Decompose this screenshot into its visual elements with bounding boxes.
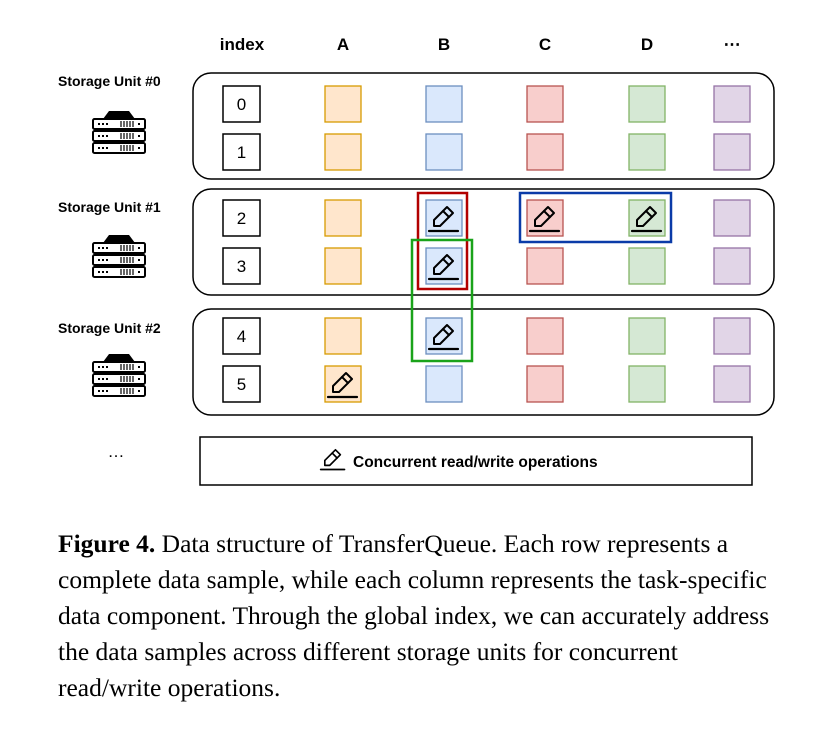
index-cell: [222, 85, 261, 123]
storage-unit-label: Storage Unit #1: [58, 199, 161, 215]
data-cell-row0-cola: [324, 85, 362, 123]
column-header-c: C: [539, 35, 551, 54]
storage-unit-1: Storage Unit #1 2 3: [58, 188, 775, 296]
data-cell-row1-cold: [628, 133, 666, 171]
data-cell-row0-colc: [526, 85, 564, 123]
storage-unit-frame: [192, 308, 775, 416]
write-highlight-b-green: [410, 238, 474, 363]
data-cell-row3-cole: [713, 247, 751, 285]
column-headers: index A B C D ⋯: [220, 35, 741, 54]
server-icon: [92, 353, 146, 397]
data-cell-row5-colc: [526, 365, 564, 403]
column-header-a: A: [337, 35, 349, 54]
data-cell-row2-cole: [713, 199, 751, 237]
data-component-cells: [324, 85, 751, 403]
storage-unit-label: Storage Unit #0: [58, 73, 161, 89]
index-cell: [222, 317, 261, 355]
server-icon: [92, 110, 146, 154]
index-value: 0: [237, 95, 246, 114]
data-cell-row3-cold: [628, 247, 666, 285]
index-column-header: index: [220, 35, 265, 54]
index-value: 4: [237, 327, 246, 346]
data-cell-row3-cola: [324, 247, 362, 285]
index-value: 3: [237, 257, 246, 276]
data-cell-row1-colb: [425, 133, 463, 171]
more-storage-units: …: [108, 442, 125, 461]
storage-unit-frame: [192, 188, 775, 296]
column-header-b: B: [438, 35, 450, 54]
data-cell-row5-colb: [425, 365, 463, 403]
storage-unit-frame: [192, 72, 775, 180]
legend-frame: [199, 436, 753, 486]
data-cell-row5-cole: [713, 365, 751, 403]
transferqueue-diagram: index A B C D ⋯ Storage Unit #0 0 1 Stor…: [58, 35, 775, 486]
figure-caption-label: Figure 4.: [58, 529, 156, 558]
data-cell-row3-colc: [526, 247, 564, 285]
storage-unit-2: Storage Unit #2 4 5: [58, 308, 775, 416]
column-header-more: ⋯: [724, 35, 741, 54]
data-cell-row4-cold: [628, 317, 666, 355]
legend: Concurrent read/write operations: [199, 436, 753, 486]
data-cell-row5-cold: [628, 365, 666, 403]
storage-unit-label: Storage Unit #2: [58, 320, 161, 336]
figure-caption: Figure 4. Data structure of TransferQueu…: [58, 526, 780, 706]
data-cell-row1-colc: [526, 133, 564, 171]
server-icon: [92, 234, 146, 278]
index-value: 5: [237, 375, 246, 394]
index-value: 1: [237, 143, 246, 162]
index-cell: [222, 365, 261, 403]
legend-label: Concurrent read/write operations: [353, 454, 598, 471]
index-cell: [222, 199, 261, 237]
index-cell: [222, 247, 261, 285]
column-header-d: D: [641, 35, 653, 54]
figure-caption-text: Data structure of TransferQueue. Each ro…: [58, 529, 770, 702]
data-cell-row1-cole: [713, 133, 751, 171]
write-highlight-cd-blue: [518, 191, 673, 244]
data-cell-row1-cola: [324, 133, 362, 171]
data-cell-row0-colb: [425, 85, 463, 123]
data-cell-row0-cold: [628, 85, 666, 123]
data-cell-row4-colc: [526, 317, 564, 355]
data-cell-row4-cole: [713, 317, 751, 355]
index-value: 2: [237, 209, 246, 228]
data-cell-row0-cole: [713, 85, 751, 123]
data-cell-row4-cola: [324, 317, 362, 355]
index-cell: [222, 133, 261, 171]
storage-unit-0: Storage Unit #0 0 1: [58, 72, 775, 180]
data-cell-row2-cola: [324, 199, 362, 237]
